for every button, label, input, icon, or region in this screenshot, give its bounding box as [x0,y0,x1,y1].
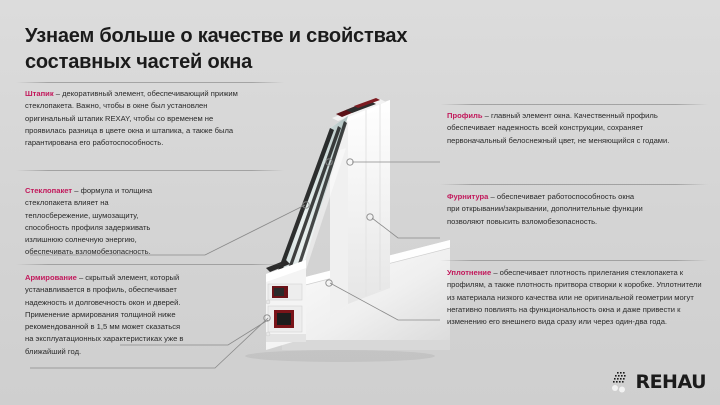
divider-above-furnitura [440,184,708,185]
callout-profil-term: Профиль [447,111,483,120]
sash-cutaway [265,260,306,350]
callout-shtapik-text: – декоративный элемент, обеспечивающий п… [25,89,238,148]
window-profile-figure [230,88,451,378]
callout-steklopaket: Стеклопакет – формула и толщина стеклопа… [25,185,175,259]
callout-armirovanie-term: Армирование [25,273,77,282]
callout-armirovanie-text: – скрытый элемент, который устанавливает… [25,273,184,356]
divider-above-steklopaket [16,170,284,171]
callout-profil-text: – главный элемент окна. Качественный про… [447,111,670,145]
rehau-dot-grid-icon [611,371,631,393]
callout-shtapik: Штапик – декоративный элемент, обеспечив… [25,88,239,149]
divider-above-armirovanie [16,264,284,265]
callout-shtapik-term: Штапик [25,89,54,98]
page-title-line-2: составных частей окна [25,50,253,73]
callout-armirovanie: Армирование – скрытый элемент, который у… [25,272,187,358]
callout-uplotnenie-text: – обеспечивает плотность прилегания стек… [447,268,702,327]
page-title: Узнаем больше о качестве и свойствах сос… [25,24,455,75]
callout-steklopaket-text: – формула и толщина стеклопакета влияет … [25,186,153,257]
callout-uplotnenie: Уплотнение – обеспечивает плотность прил… [447,267,705,328]
callout-furnitura-text: – обеспечивает работоспособность окна пр… [447,192,643,226]
divider-above-shtapik [16,82,284,83]
callout-uplotnenie-term: Уплотнение [447,268,492,277]
callout-profil: Профиль – главный элемент окна. Качестве… [447,110,699,147]
callout-steklopaket-term: Стеклопакет [25,186,73,195]
divider-above-profil [440,104,708,105]
divider-above-uplotnenie [440,260,708,261]
brand-logo: REHAU [611,371,706,393]
callout-furnitura-term: Фурнитура [447,192,489,201]
callout-furnitura: Фурнитура – обеспечивает работоспособнос… [447,191,643,228]
window-frame-column [330,98,390,316]
page-title-line-1: Узнаем больше о качестве и свойствах [25,25,408,47]
brand-logo-wordmark: REHAU [635,371,706,393]
